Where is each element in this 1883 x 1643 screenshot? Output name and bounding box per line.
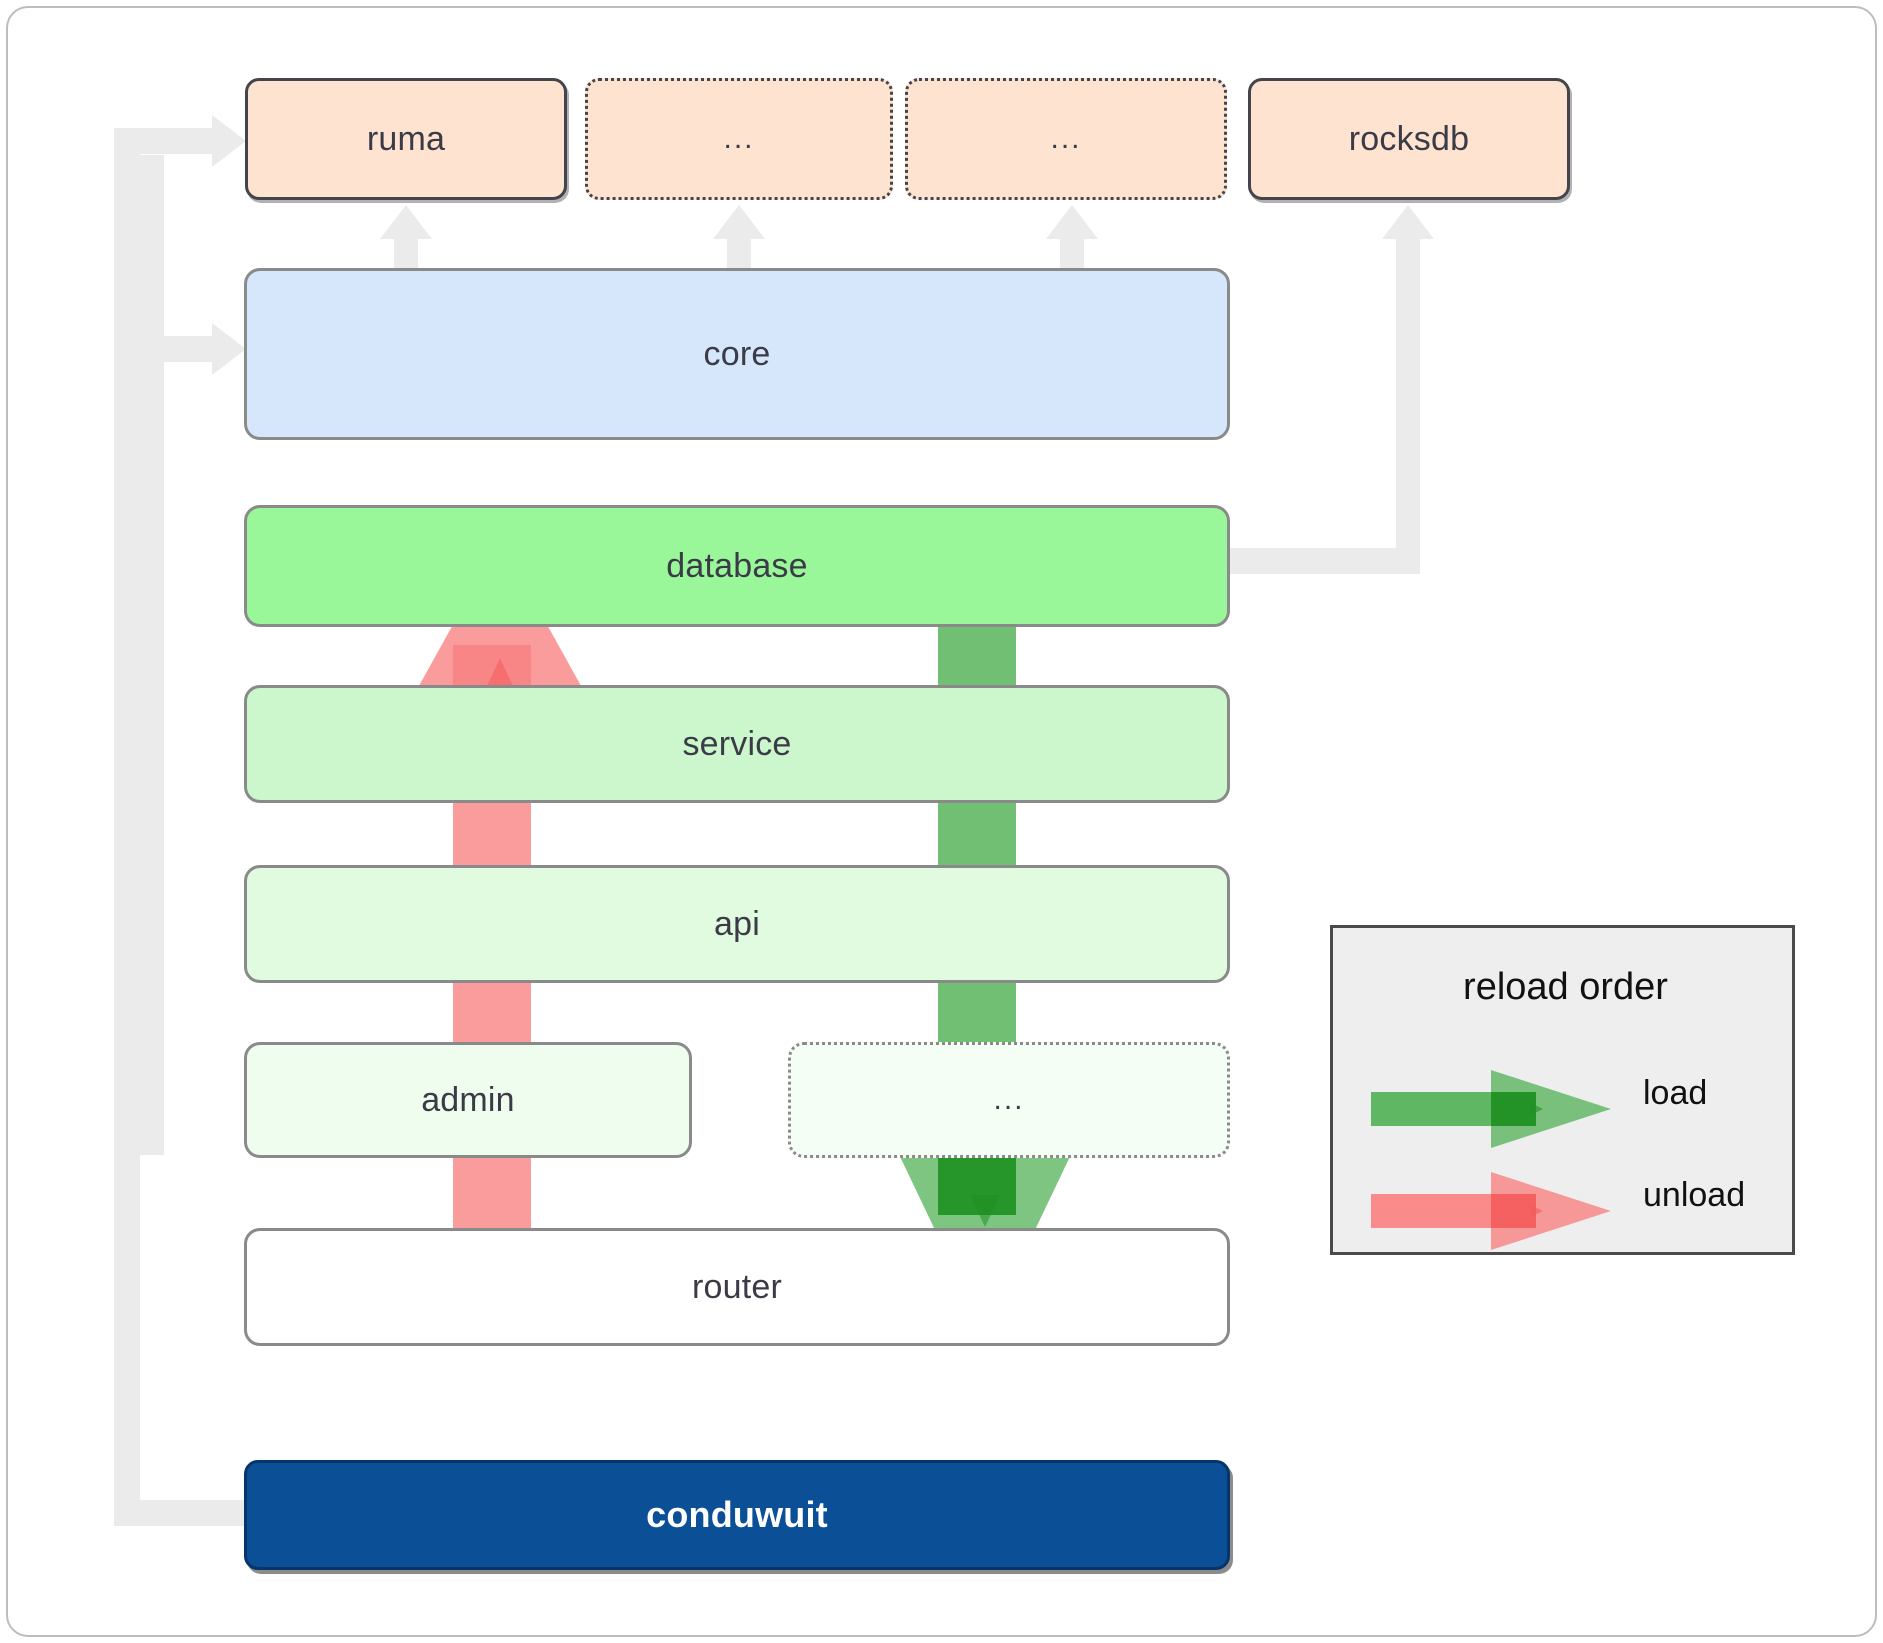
layer-node-more[interactable]: ... <box>788 1042 1230 1158</box>
legend-row-load: load <box>1333 1068 1798 1148</box>
layer-node-api[interactable]: api <box>244 865 1230 983</box>
legend-unload-arrow-icon <box>1371 1172 1611 1250</box>
layer-label: ... <box>993 1083 1025 1116</box>
dependency-label: ... <box>1050 122 1082 155</box>
layer-label: service <box>682 724 792 763</box>
connector-rail-branch <box>140 155 164 1155</box>
connector-core-to-dots2-arrowhead <box>1046 205 1098 239</box>
layer-label: database <box>666 546 808 585</box>
legend-panel: reload order load unload <box>1330 925 1795 1255</box>
connector-database-to-rocksdb-vertical <box>1396 222 1420 562</box>
connector-database-to-rocksdb-horizontal <box>1230 548 1420 574</box>
layer-node-database[interactable]: database <box>244 505 1230 627</box>
legend-load-label: load <box>1643 1074 1708 1112</box>
layer-label: router <box>691 1267 783 1306</box>
legend-load-arrow-icon <box>1371 1070 1611 1148</box>
legend-title: reload order <box>1463 966 1668 1008</box>
dependency-node-rocksdb[interactable]: rocksdb <box>1248 78 1570 200</box>
root-node-label: conduwuit <box>646 1494 828 1535</box>
dependency-label: rocksdb <box>1348 119 1470 158</box>
connector-stub-core <box>140 336 214 362</box>
dependency-label: ruma <box>366 119 446 158</box>
layer-label: api <box>714 904 760 943</box>
layer-node-admin[interactable]: admin <box>244 1042 692 1158</box>
connector-stub-ruma <box>114 128 214 154</box>
legend-unload-label: unload <box>1643 1176 1746 1214</box>
dependency-node-more-2[interactable]: ... <box>905 78 1227 200</box>
connector-arrowhead-ruma <box>212 115 246 167</box>
dependency-node-ruma[interactable]: ruma <box>245 78 567 200</box>
connector-core-to-dots1-arrowhead <box>713 205 765 239</box>
connector-database-to-rocksdb-arrowhead <box>1382 205 1434 239</box>
connector-rail-vertical <box>114 128 140 1526</box>
layer-label: core <box>703 334 771 373</box>
dependency-node-more-1[interactable]: ... <box>585 78 893 200</box>
layer-node-service[interactable]: service <box>244 685 1230 803</box>
root-node-conduwuit[interactable]: conduwuit <box>244 1460 1230 1570</box>
connector-arrowhead-core <box>212 323 246 375</box>
dependency-label: ... <box>723 122 755 155</box>
legend-row-unload: unload <box>1333 1170 1798 1250</box>
layer-label: admin <box>421 1080 515 1119</box>
connector-core-to-ruma-arrowhead <box>380 205 432 239</box>
layer-node-router[interactable]: router <box>244 1228 1230 1346</box>
layer-node-core[interactable]: core <box>244 268 1230 440</box>
